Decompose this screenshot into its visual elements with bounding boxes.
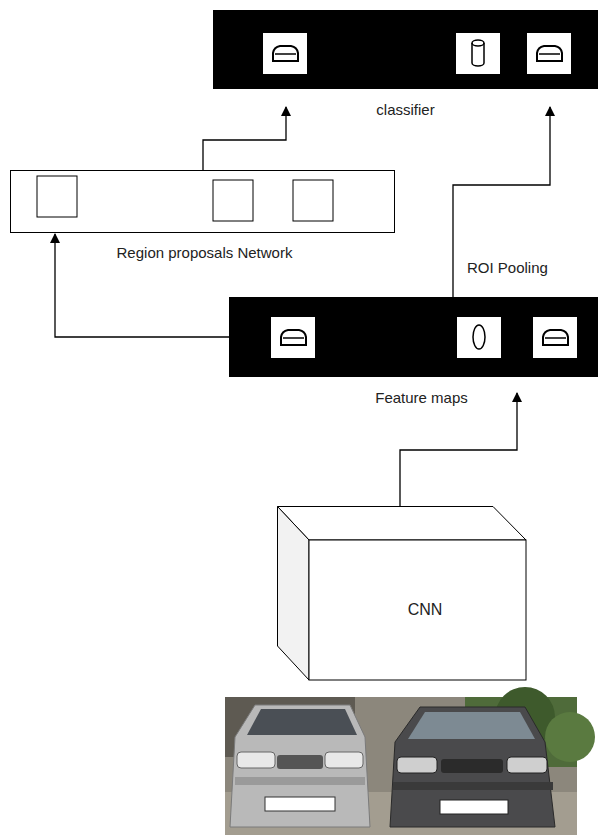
node-icons [11, 171, 396, 234]
node-label: classifier [376, 101, 434, 119]
cnn-block: CNN [277, 506, 527, 681]
node-icons [277, 506, 527, 681]
connector-arrow [453, 107, 550, 297]
node-label: CNN [408, 600, 443, 619]
edge-label: ROI Pooling [465, 259, 550, 277]
connector-arrow [203, 107, 286, 170]
connector-arrow [400, 393, 517, 506]
region-proposal-box: Region proposals Network [10, 170, 395, 233]
feature-map-band: Feature maps [229, 297, 598, 377]
node-icons [229, 297, 598, 377]
node-label: Feature maps [375, 389, 468, 407]
node-icons [213, 10, 598, 89]
node-label: Region proposals Network [117, 244, 293, 262]
classifier-band: classifier [213, 10, 598, 89]
